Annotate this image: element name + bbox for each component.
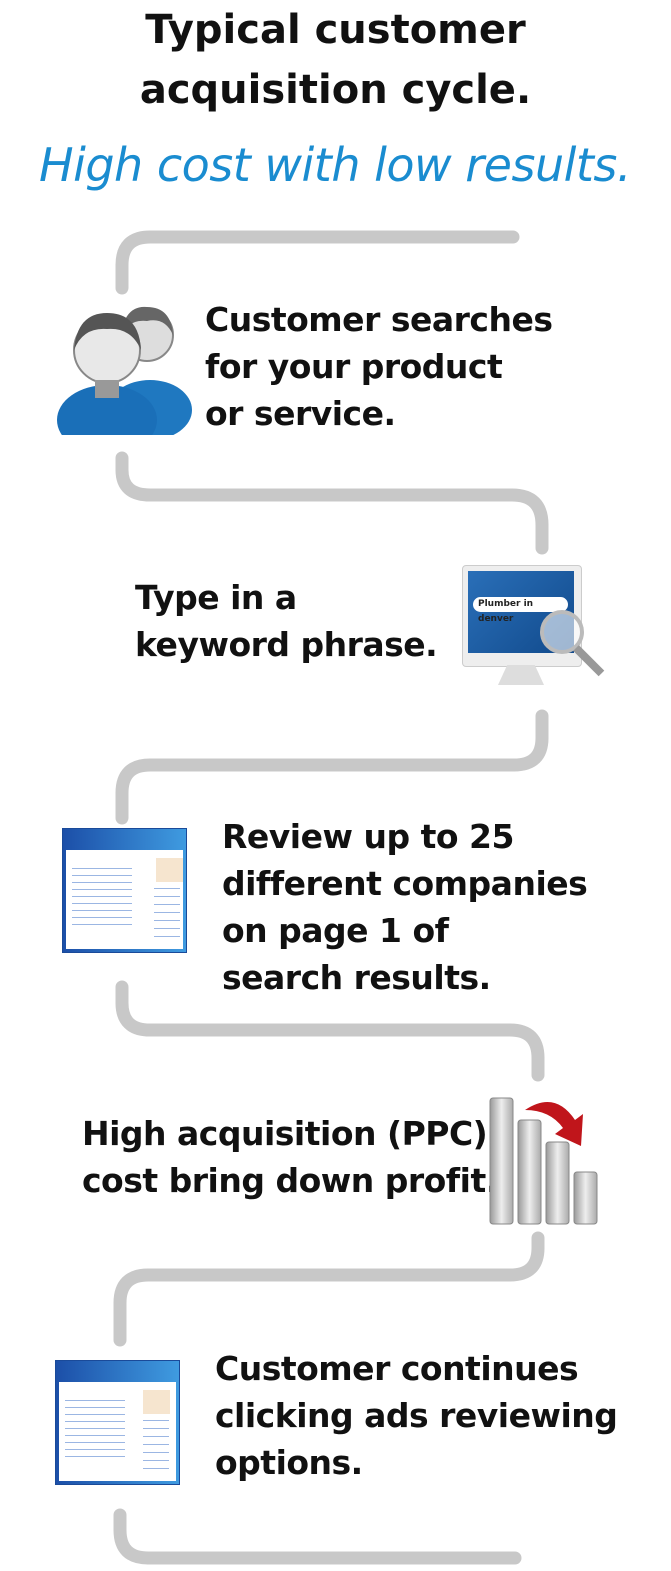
monitor-search-icon: Plumber in denver: [460, 565, 605, 700]
search-box-text: Plumber in denver: [473, 597, 568, 624]
step-3-line: Review up to 25: [222, 817, 514, 856]
browser-window-icon: [55, 1360, 180, 1485]
step-4-line: cost bring down profit.: [82, 1161, 498, 1200]
step-5-line: clicking ads reviewing: [215, 1396, 618, 1435]
subtitle: High cost with low results.: [38, 138, 632, 192]
step-5-text: Customer continues clicking ads reviewin…: [215, 1345, 618, 1486]
step-1-text: Customer searches for your product or se…: [205, 296, 553, 437]
step-5-line: Customer continues: [215, 1349, 579, 1388]
users-icon: [57, 306, 192, 435]
step-3-line: search results.: [222, 958, 491, 997]
step-4-line: High acquisition (PPC): [82, 1114, 488, 1153]
step-3-text: Review up to 25 different companies on p…: [222, 813, 588, 1001]
step-5-line: options.: [215, 1443, 363, 1482]
title-line-2: acquisition cycle.: [139, 67, 532, 113]
step-1-line: Customer searches: [205, 300, 553, 339]
step-2-text: Type in a keyword phrase.: [135, 574, 438, 668]
declining-bar-chart-icon: [489, 1097, 598, 1225]
step-4-text: High acquisition (PPC) cost bring down p…: [82, 1110, 498, 1204]
title-line-1: Typical customer: [145, 7, 526, 53]
browser-window-icon: [62, 828, 187, 953]
step-3-line: on page 1 of: [222, 911, 449, 950]
step-1-line: or service.: [205, 394, 396, 433]
step-2-line: Type in a: [135, 578, 297, 617]
step-3-line: different companies: [222, 864, 588, 903]
step-2-line: keyword phrase.: [135, 625, 438, 664]
step-1-line: for your product: [205, 347, 503, 386]
